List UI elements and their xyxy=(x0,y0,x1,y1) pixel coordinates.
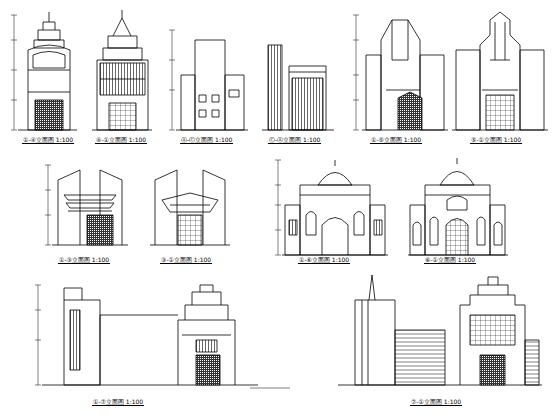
elevation-caption: ①-③立面图 1:100 xyxy=(58,256,110,264)
elevation-caption: Ⓐ-Ⓒ立面图 1:100 xyxy=(180,136,233,144)
elevation-caption: ④-①立面图 1:100 xyxy=(95,136,147,144)
elevation-3 xyxy=(176,40,248,130)
elevation-caption: ③-①立面图 1:100 xyxy=(160,256,212,264)
elevation-caption: Ⓒ-Ⓐ立面图 1:100 xyxy=(268,136,321,144)
elevation-caption: ⑤-①立面图 1:100 xyxy=(470,136,522,144)
elevation-11 xyxy=(42,285,258,385)
elevation-1 xyxy=(18,12,77,130)
elevation-caption: ①-④立面图 1:100 xyxy=(22,136,74,144)
elevation-8 xyxy=(150,170,230,245)
elevation-7 xyxy=(52,170,128,245)
elevation-9 xyxy=(282,160,388,255)
elevation-12 xyxy=(338,275,542,385)
elevation-2 xyxy=(92,10,152,130)
elevation-10 xyxy=(408,158,508,255)
elevation-caption: ⑥-①立面图 1:100 xyxy=(424,256,476,264)
elevation-caption: ①-⑥立面图 1:100 xyxy=(298,256,350,264)
elevation-caption: ①-⑦立面图 1:100 xyxy=(92,398,144,406)
sheet-note-line xyxy=(250,388,290,389)
elevation-5 xyxy=(362,20,448,130)
elevation-caption: ①-⑤立面图 1:100 xyxy=(370,136,422,144)
elevation-6 xyxy=(452,12,548,130)
elevation-4 xyxy=(262,45,334,130)
elevation-caption: ⑦-①立面图 1:100 xyxy=(410,398,462,406)
dimension-lines xyxy=(11,15,359,385)
